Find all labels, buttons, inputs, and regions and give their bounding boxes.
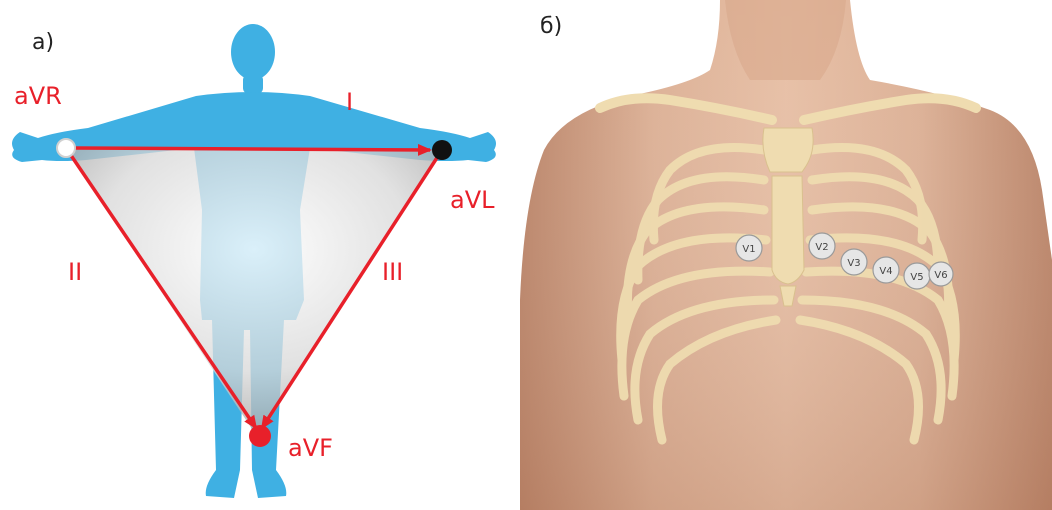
avl-electrode [432, 140, 452, 160]
avf-electrode [249, 425, 271, 447]
lead-i-label: I [346, 90, 353, 114]
electrode-v3: V3 [841, 249, 867, 275]
avl-label: aVL [450, 188, 495, 212]
einthoven-triangle [66, 148, 442, 438]
electrode-v3-label: V3 [847, 258, 860, 269]
electrode-v2: V2 [809, 233, 835, 259]
lead-iii-label: III [382, 260, 403, 284]
einthoven-panel: а) aVR I aVL II III aVF [0, 0, 520, 510]
panel-a-label: а) [32, 30, 54, 55]
electrode-v1: V1 [736, 235, 762, 261]
chest-figure: V1 V2 V3 V4 V5 V6 [520, 0, 1052, 510]
avf-label: aVF [288, 436, 333, 460]
avr-label: aVR [14, 84, 62, 108]
electrode-v4-label: V4 [879, 266, 892, 277]
lead-ii-label: II [68, 260, 82, 284]
panel-b-label: б) [540, 14, 562, 39]
einthoven-figure [0, 0, 520, 510]
electrode-v6-label: V6 [934, 270, 947, 281]
electrode-v5: V5 [904, 263, 930, 289]
avr-electrode [57, 139, 75, 157]
electrode-v2-label: V2 [815, 242, 828, 253]
lead-i-line [74, 148, 430, 150]
electrode-v1-label: V1 [742, 244, 755, 255]
electrode-v5-label: V5 [910, 272, 923, 283]
electrode-v4: V4 [873, 257, 899, 283]
electrode-v6: V6 [929, 262, 953, 286]
chest-panel: V1 V2 V3 V4 V5 V6 б) [520, 0, 1052, 510]
